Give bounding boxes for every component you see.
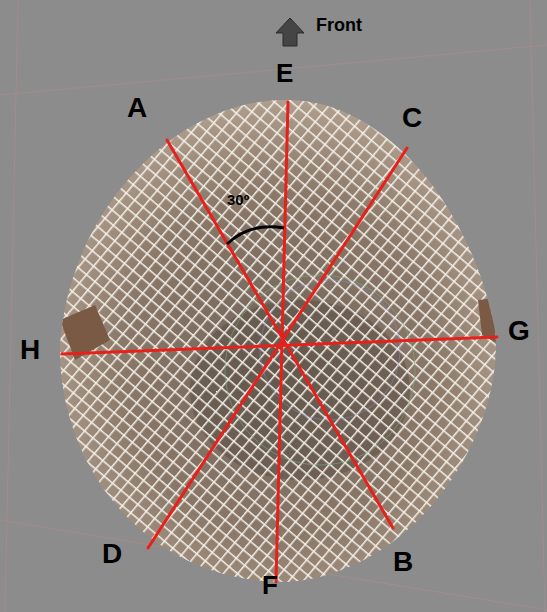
axis-letter: F <box>262 572 278 598</box>
axis-letter: E <box>276 60 293 86</box>
axis-letter: G <box>508 317 530 345</box>
axis-letter: A <box>127 94 147 122</box>
direction-label: Front <box>316 16 362 34</box>
axis-letter: B <box>393 548 413 576</box>
axis-letter: H <box>20 336 40 364</box>
axis-letter: C <box>402 104 422 132</box>
angle-label: 30º <box>227 192 249 207</box>
axis-letter: D <box>102 540 122 568</box>
